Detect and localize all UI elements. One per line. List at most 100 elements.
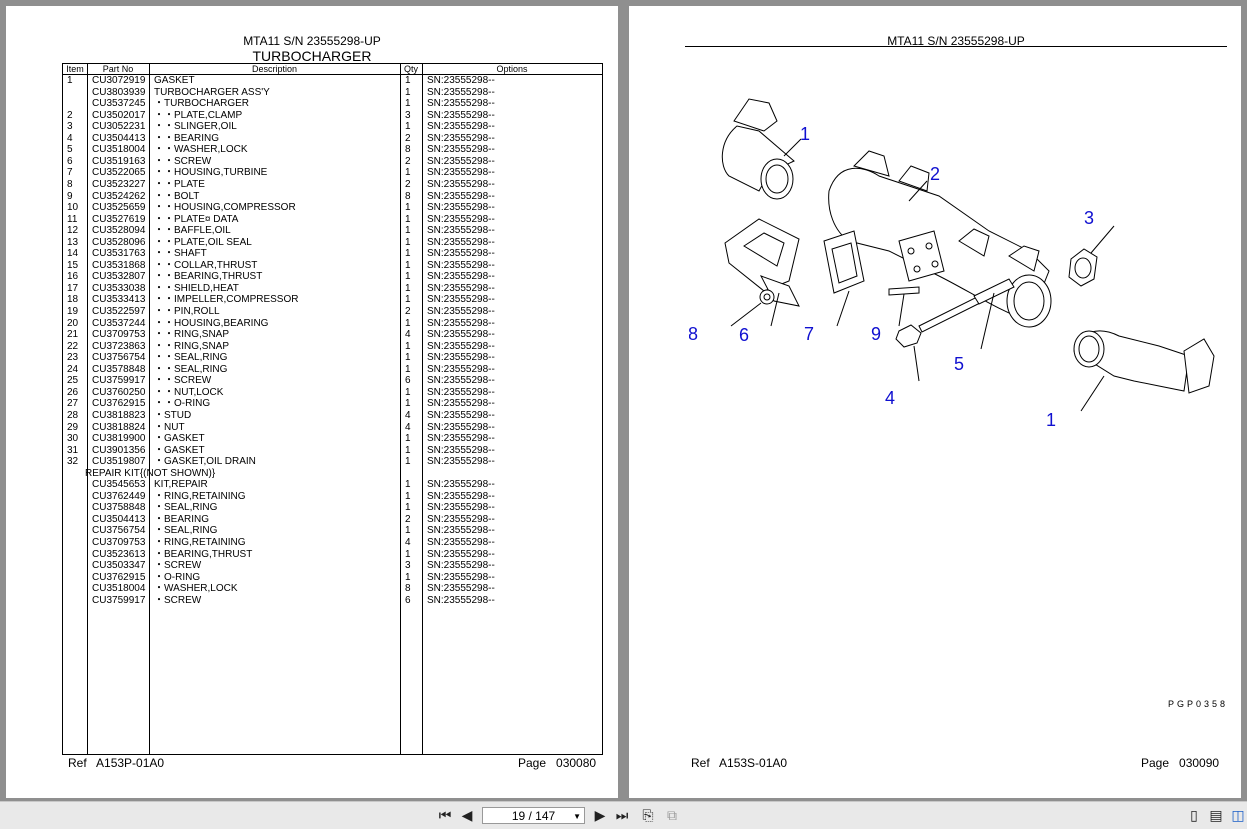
cell-options: SN:23555298--	[427, 225, 495, 237]
first-page-icon[interactable]: ⏮	[438, 807, 452, 823]
cell-part-no: CU3758848	[92, 502, 146, 514]
rotate-icon[interactable]: ⎘	[642, 807, 654, 823]
cell-qty: 4	[405, 421, 411, 433]
cell-options: SN:23555298--	[427, 190, 495, 202]
leader-lines	[730, 138, 1115, 412]
ref-label: Ref A153P-01A0	[68, 756, 165, 770]
cell-part-no: CU3709753	[92, 329, 146, 341]
cell-qty: 8	[405, 190, 411, 202]
callout-label: 3	[1084, 208, 1094, 228]
cell-options: SN:23555298--	[427, 352, 495, 364]
cell-description: ・・COLLAR,THRUST	[154, 259, 258, 271]
callout-label: 7	[804, 324, 814, 344]
cell-description: ・RING,RETAINING	[154, 537, 246, 548]
cell-description: ・・WASHER,LOCK	[154, 144, 248, 156]
cell-description: ・GASKET	[154, 444, 205, 456]
cell-qty: 1	[405, 75, 411, 86]
chevron-down-icon[interactable]: ▼	[573, 812, 581, 821]
cell-options: SN:23555298--	[427, 86, 495, 98]
cell-options: SN:23555298--	[427, 560, 495, 572]
cell-options: SN:23555298--	[427, 375, 495, 387]
cell-options: SN:23555298--	[427, 109, 495, 121]
prev-page-icon[interactable]: ◀	[461, 807, 473, 823]
cell-description: ・WASHER,LOCK	[154, 583, 238, 595]
cell-options: SN:23555298--	[427, 306, 495, 317]
cell-qty: 1	[405, 317, 411, 329]
next-page-icon[interactable]: ▶	[594, 807, 606, 823]
page-number-input[interactable]: 19 / 147 ▼	[482, 807, 585, 824]
cell-qty: 1	[405, 271, 411, 283]
cell-part-no: CU3760250	[92, 386, 146, 398]
page-model: MTA11 S/N 23555298-UP	[243, 34, 381, 48]
cell-item: 15	[67, 259, 79, 271]
cell-options: SN:23555298--	[427, 433, 495, 445]
single-page-icon[interactable]: ▯	[1190, 807, 1198, 823]
cell-qty: 1	[405, 294, 411, 306]
last-page-icon[interactable]: ⏭	[615, 807, 629, 823]
cell-description: ・・SHIELD,HEAT	[154, 282, 239, 294]
cell-description: ・GASKET,OIL DRAIN	[154, 456, 256, 468]
cell-description: ・・SCREW	[154, 375, 212, 387]
cell-qty: 1	[405, 340, 411, 352]
cell-description: ・・O-RING	[154, 398, 211, 410]
cell-item: 17	[67, 282, 79, 294]
cell-options: SN:23555298--	[427, 202, 495, 214]
cell-qty: 1	[405, 456, 411, 468]
cell-options: SN:23555298--	[427, 213, 495, 225]
page-title: TURBOCHARGER	[252, 48, 372, 64]
cell-item: 32	[67, 456, 79, 468]
cell-options: SN:23555298--	[427, 155, 495, 167]
cell-qty: 1	[405, 433, 411, 445]
cell-description: KIT,REPAIR	[154, 479, 208, 491]
cell-part-no: CU3528096	[92, 236, 146, 248]
table-row: REPAIR KIT{(NOT SHOWN)}	[63, 468, 602, 480]
cell-qty: 1	[405, 121, 411, 133]
left-page: MTA11 S/N 23555298-UP TURBOCHARGER Item …	[6, 6, 618, 798]
cell-qty: 2	[405, 513, 411, 525]
cell-description: ・RING,RETAINING	[154, 490, 246, 502]
cell-description: ・・PLATE	[154, 178, 205, 190]
cell-part-no: CU3532807	[92, 271, 146, 283]
cell-part-no: CU3531763	[92, 248, 146, 260]
cell-qty: 1	[405, 86, 411, 98]
cell-options: SN:23555298--	[427, 479, 495, 491]
cell-options: SN:23555298--	[427, 98, 495, 110]
cell-description: ・TURBOCHARGER	[154, 98, 250, 110]
cell-options: SN:23555298--	[427, 537, 495, 548]
sleeve-part	[973, 278, 1015, 305]
cell-part-no: CU3523227	[92, 178, 146, 190]
cell-part-no: CU3527619	[92, 213, 146, 225]
continuous-page-icon[interactable]: ▤	[1209, 807, 1223, 823]
cell-item: 3	[67, 121, 73, 133]
cell-part-no: CU3519807	[92, 456, 146, 468]
cell-options: SN:23555298--	[427, 398, 495, 410]
cell-item: 7	[67, 167, 73, 179]
cell-qty: 1	[405, 571, 411, 583]
cell-item: 20	[67, 317, 79, 329]
cell-description: ・・SCREW	[154, 155, 212, 167]
cell-part-no: CU3503347	[92, 560, 146, 572]
fit-icon[interactable]: ⧉	[667, 807, 677, 823]
cell-part-no: CU3504413	[92, 513, 146, 525]
cell-options: SN:23555298--	[427, 144, 495, 156]
cell-part-no: CU3545653	[92, 479, 146, 491]
elbow-pipe-part	[1073, 330, 1215, 394]
cell-qty: 1	[405, 98, 411, 110]
cell-description: ・NUT	[154, 421, 185, 433]
two-page-icon[interactable]: ◫	[1231, 807, 1245, 823]
